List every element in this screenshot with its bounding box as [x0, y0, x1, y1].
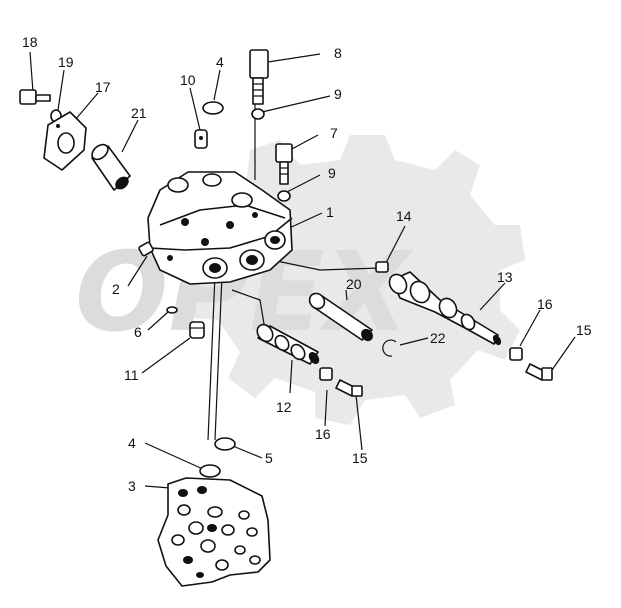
callout-7: 7: [330, 125, 338, 141]
callout-15-left: 15: [352, 450, 368, 466]
callout-10: 10: [180, 72, 196, 88]
part-12-spool: [256, 323, 320, 365]
part-13-spool: [388, 271, 502, 346]
callout-18: 18: [22, 34, 38, 50]
part-6-o-ring: [166, 306, 178, 314]
callout-20: 20: [346, 276, 362, 292]
callout-2: 2: [112, 281, 120, 297]
callout-3: 3: [128, 478, 136, 494]
leader-lines: [29, 51, 576, 489]
part-15-screw-left: [335, 379, 363, 397]
callout-14: 14: [396, 208, 412, 224]
part-16-nut-right: [509, 347, 523, 361]
callout-17: 17: [95, 79, 111, 95]
part-5-o-ring: [214, 437, 236, 451]
callout-6: 6: [134, 324, 142, 340]
part-1-valve-body: [147, 171, 293, 285]
part-9-washer-lower: [277, 190, 291, 202]
part-18-bolt: [19, 89, 51, 105]
part-16-nut-left: [319, 367, 333, 381]
part-15-screw-right: [525, 363, 553, 381]
callout-16-left: 16: [315, 426, 331, 442]
callout-16-right: 16: [537, 296, 553, 312]
callout-9-lower: 9: [328, 165, 336, 181]
callout-15-right: 15: [576, 322, 592, 338]
callout-1: 1: [326, 204, 334, 220]
callout-4-upper: 4: [216, 54, 224, 70]
callout-4-lower: 4: [128, 435, 136, 451]
part-7-bolt: [275, 143, 293, 185]
callout-8: 8: [334, 45, 342, 61]
part-2-plug: [138, 241, 154, 257]
callout-11: 11: [124, 367, 139, 383]
part-10-plug: [194, 129, 208, 149]
part-14-plug: [375, 261, 389, 273]
part-4-o-ring-lower: [199, 464, 221, 478]
watermark: OPEX: [75, 135, 525, 425]
part-20-piston: [308, 292, 373, 342]
callout-21: 21: [131, 105, 147, 121]
callout-5: 5: [265, 450, 273, 466]
part-4-o-ring-upper: [202, 101, 224, 115]
part-3-plate: [157, 477, 271, 587]
part-21-sleeve: [91, 143, 131, 191]
part-22-snap-ring: [382, 339, 397, 357]
callout-13: 13: [497, 269, 513, 285]
part-17-cover-plate: [43, 111, 87, 171]
part-9-washer-upper: [251, 108, 265, 120]
callout-12: 12: [276, 399, 292, 415]
part-8-bolt: [249, 49, 269, 105]
callout-19: 19: [58, 54, 74, 70]
callout-9-upper: 9: [334, 86, 342, 102]
callout-22: 22: [430, 330, 446, 346]
part-11-plug: [189, 321, 205, 339]
callout-labels: 18 19 17 21 10 4 8 9 7 9 1 14 2 20 13 16…: [22, 34, 592, 494]
